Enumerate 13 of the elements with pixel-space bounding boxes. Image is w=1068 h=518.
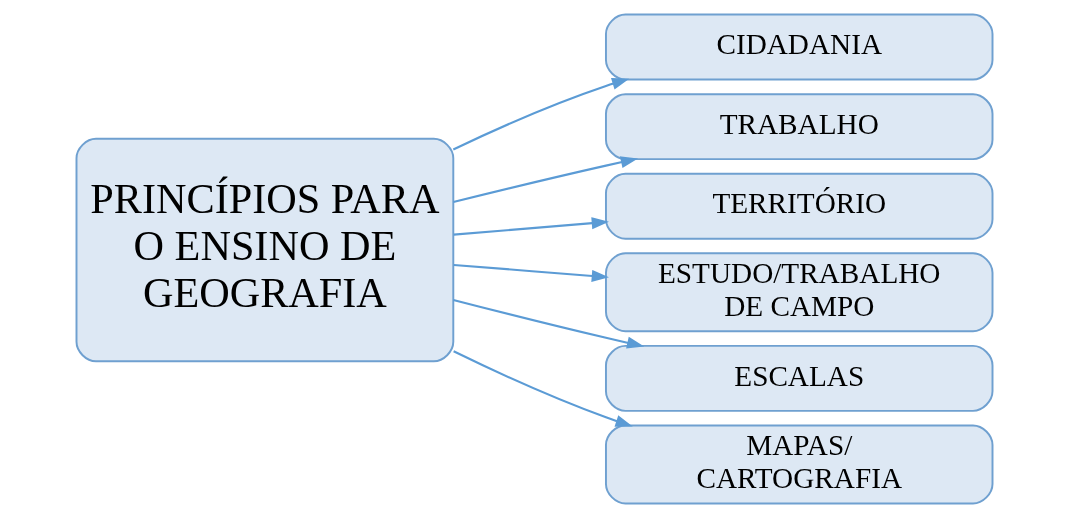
node-box: MAPAS/ CARTOGRAFIA: [604, 424, 993, 505]
node-box: ESTUDO/TRABALHO DE CAMPO: [604, 252, 993, 333]
node-box: TERRITÓRIO: [604, 172, 993, 240]
node-box: ESCALAS: [604, 344, 993, 412]
node-box: CIDADANIA: [604, 13, 993, 81]
arrow: [453, 263, 609, 282]
arrow: [452, 298, 644, 349]
node-box: TRABALHO: [604, 93, 993, 161]
node-box: PRINCÍPIOS PARA O ENSINO DE GEOGRAFIA: [75, 137, 454, 363]
arrow: [452, 350, 633, 427]
arrow: [452, 156, 638, 204]
arrow: [452, 78, 629, 151]
arrow: [453, 217, 609, 236]
